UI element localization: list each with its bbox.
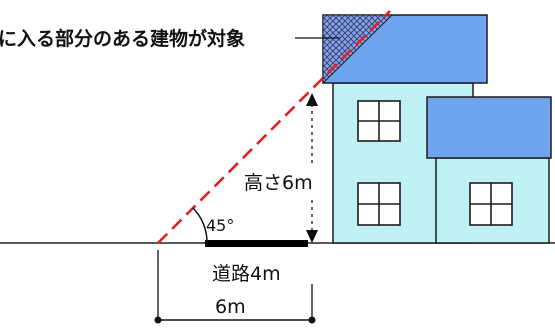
slant-line <box>157 10 391 244</box>
road <box>205 240 308 247</box>
angle-label: 45° <box>206 216 234 235</box>
intruding-roof-section <box>322 14 394 85</box>
distance-label: 6m <box>215 296 246 318</box>
angle-arc <box>192 207 208 244</box>
height-dimension <box>306 93 318 243</box>
distance-dimension <box>154 250 316 324</box>
height-label: 高さ6m <box>244 172 313 194</box>
callout-label: に入る部分のある建物が対象 <box>0 27 245 50</box>
annex-roof <box>426 96 552 159</box>
road-label: 道路4m <box>212 263 281 285</box>
window-upper <box>357 100 401 142</box>
windows <box>357 100 513 226</box>
window-lower <box>357 182 401 226</box>
window-annex <box>469 182 513 226</box>
